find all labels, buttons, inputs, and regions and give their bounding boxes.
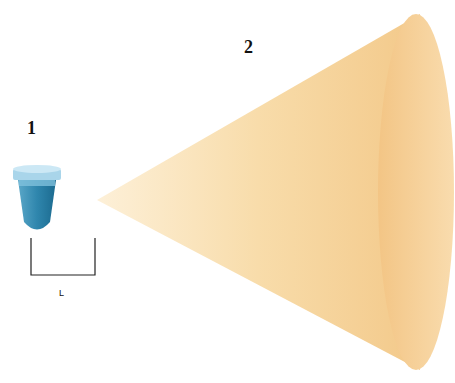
tube-body: [18, 180, 56, 230]
dimension-label: L: [59, 289, 64, 298]
cap-top: [13, 165, 61, 173]
liquid-level: [19, 180, 55, 186]
scale-bracket: [31, 238, 95, 275]
cone-body: [97, 14, 420, 370]
tube: [13, 165, 61, 230]
callout-number: 2: [244, 38, 253, 56]
callout-number: 1: [27, 119, 36, 137]
cone-base: [378, 14, 454, 370]
cone: [97, 14, 454, 370]
